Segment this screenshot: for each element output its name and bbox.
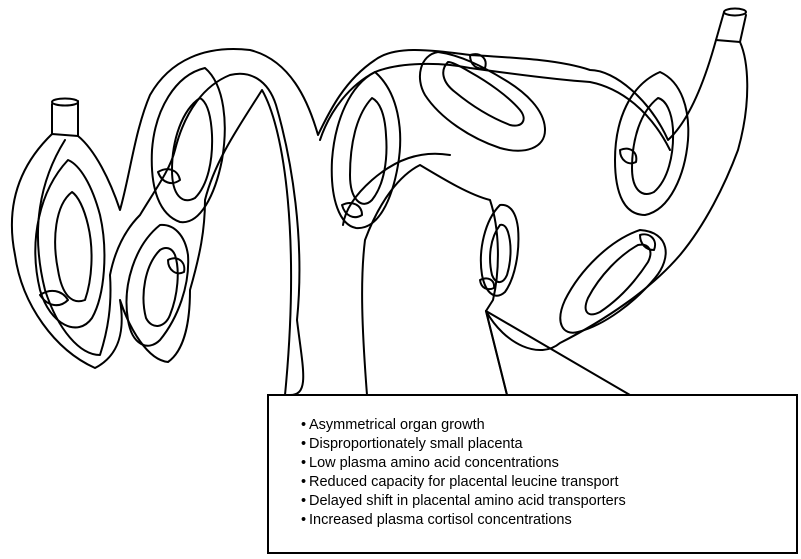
fetal-sac-5 (420, 52, 545, 151)
bullet-glyph: • (301, 416, 309, 435)
right-horn-tip (716, 12, 746, 42)
fetal-sac-8 (560, 230, 665, 333)
finding-text: Delayed shift in placental amino acid tr… (309, 493, 626, 509)
bullet-glyph: • (301, 473, 309, 492)
finding-item: •Delayed shift in placental amino acid t… (301, 492, 780, 511)
finding-text: Low plasma amino acid concentrations (309, 455, 559, 471)
finding-item: •Reduced capacity for placental leucine … (301, 473, 780, 492)
fetus-2 (144, 248, 185, 326)
bullet-glyph: • (301, 492, 309, 511)
left-horn-opening (52, 99, 78, 106)
findings-box: •Asymmetrical organ growth •Disproportio… (267, 394, 798, 554)
bullet-glyph: • (301, 435, 309, 454)
fetus-3 (158, 98, 212, 200)
finding-text: Reduced capacity for placental leucine t… (309, 474, 619, 490)
finding-item: •Asymmetrical organ growth (301, 416, 780, 435)
uterus-inner-wall (38, 64, 670, 395)
finding-text: Increased plasma cortisol concentrations (309, 512, 572, 528)
finding-item: •Increased plasma cortisol concentration… (301, 511, 780, 530)
findings-list: •Asymmetrical organ growth •Disproportio… (301, 416, 780, 530)
fetus-8 (586, 234, 655, 314)
finding-item: •Low plasma amino acid concentrations (301, 454, 780, 473)
bullet-glyph: • (301, 454, 309, 473)
finding-text: Asymmetrical organ growth (309, 417, 485, 433)
fetus-5 (443, 54, 523, 125)
fetal-sac-2 (127, 225, 189, 346)
bullet-glyph: • (301, 511, 309, 530)
callout-pointer (486, 311, 630, 395)
finding-text: Disproportionately small placenta (309, 436, 523, 452)
fetus-6 (620, 98, 673, 194)
finding-item: •Disproportionately small placenta (301, 435, 780, 454)
fetus-4 (342, 98, 386, 217)
right-horn-opening (724, 9, 746, 16)
uterus-outer-wall (12, 40, 747, 395)
fetus-1 (40, 192, 92, 305)
fetal-sac-3 (152, 68, 225, 222)
